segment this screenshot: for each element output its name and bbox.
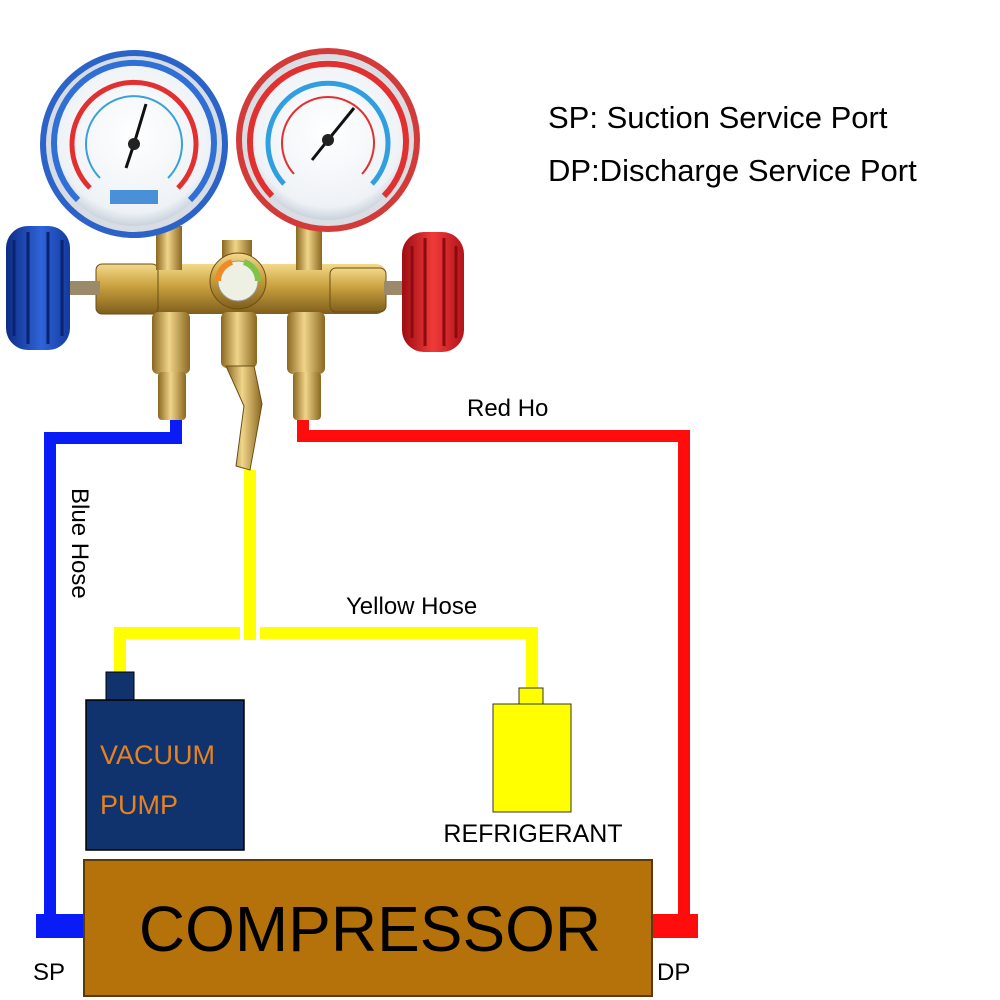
yellow-hose-label: Yellow Hose (346, 593, 477, 620)
low-side-valve-knob (6, 226, 70, 350)
vacuum-pump-label-line2: PUMP (100, 790, 178, 820)
refrigerant-label: REFRIGERANT (443, 820, 622, 848)
manifold-gauge-set (6, 48, 464, 471)
discharge-port-block (650, 914, 698, 938)
low-pressure-gauge (40, 50, 228, 238)
yellow-hose (114, 470, 538, 690)
red-hose-label: Red Ho (467, 395, 548, 422)
red-hose (297, 420, 690, 918)
sp-port-label: SP (33, 959, 65, 986)
high-pressure-gauge (236, 48, 420, 232)
legend-discharge-port: DP:Discharge Service Port (548, 153, 917, 188)
blue-hose-label: Blue Hose (66, 488, 93, 599)
compressor-label: COMPRESSOR (139, 893, 601, 965)
legend-suction-port: SP: Suction Service Port (548, 100, 888, 135)
blue-hose (44, 420, 182, 918)
vacuum-pump-label-line1: VACUUM (100, 740, 215, 770)
vacuum-pump-port (105, 671, 135, 703)
compressor-box (83, 859, 653, 997)
refrigerant-valve (518, 687, 544, 706)
refrigerant-tank (492, 703, 572, 813)
vacuum-pump-box (85, 699, 245, 851)
dp-port-label: DP (657, 959, 690, 986)
suction-port-block (36, 914, 86, 938)
high-side-valve-knob (402, 232, 464, 352)
